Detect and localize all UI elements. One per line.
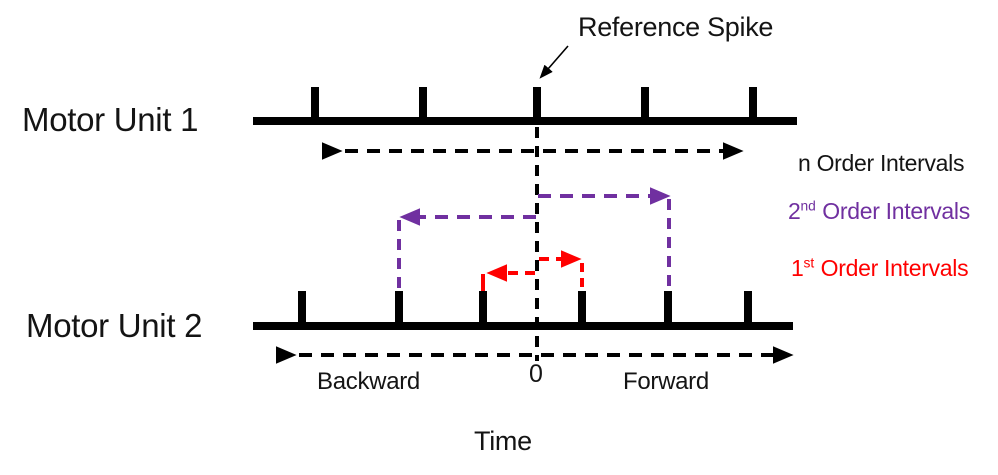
n-order-intervals-label: n Order Intervals: [798, 150, 965, 176]
motor-unit-2-label: Motor Unit 2: [26, 307, 203, 344]
reference-spike-pointer-arrow: [539, 45, 569, 79]
motor-unit-1-label: Motor Unit 1: [22, 101, 199, 138]
first-order-intervals-label: 1st Order Intervals: [791, 255, 969, 281]
second-order-rest: Order Intervals: [822, 198, 970, 224]
zero-label: 0: [529, 360, 543, 388]
motor-unit-2-spikes: [298, 291, 752, 329]
second-order-base: 2: [788, 198, 801, 224]
first-order-rest: Order Intervals: [820, 255, 969, 281]
reference-spike-label: Reference Spike: [578, 12, 774, 42]
second-order-sup: nd: [800, 198, 816, 214]
motor-unit-1-spikes: [311, 87, 757, 124]
second-order-intervals-label: 2nd Order Intervals: [788, 198, 970, 224]
backward-label: Backward: [317, 368, 420, 395]
time-axis-title: Time: [474, 426, 532, 456]
first-order-base: 1: [791, 255, 804, 281]
first-order-sup: st: [803, 255, 815, 271]
forward-label: Forward: [623, 368, 709, 395]
